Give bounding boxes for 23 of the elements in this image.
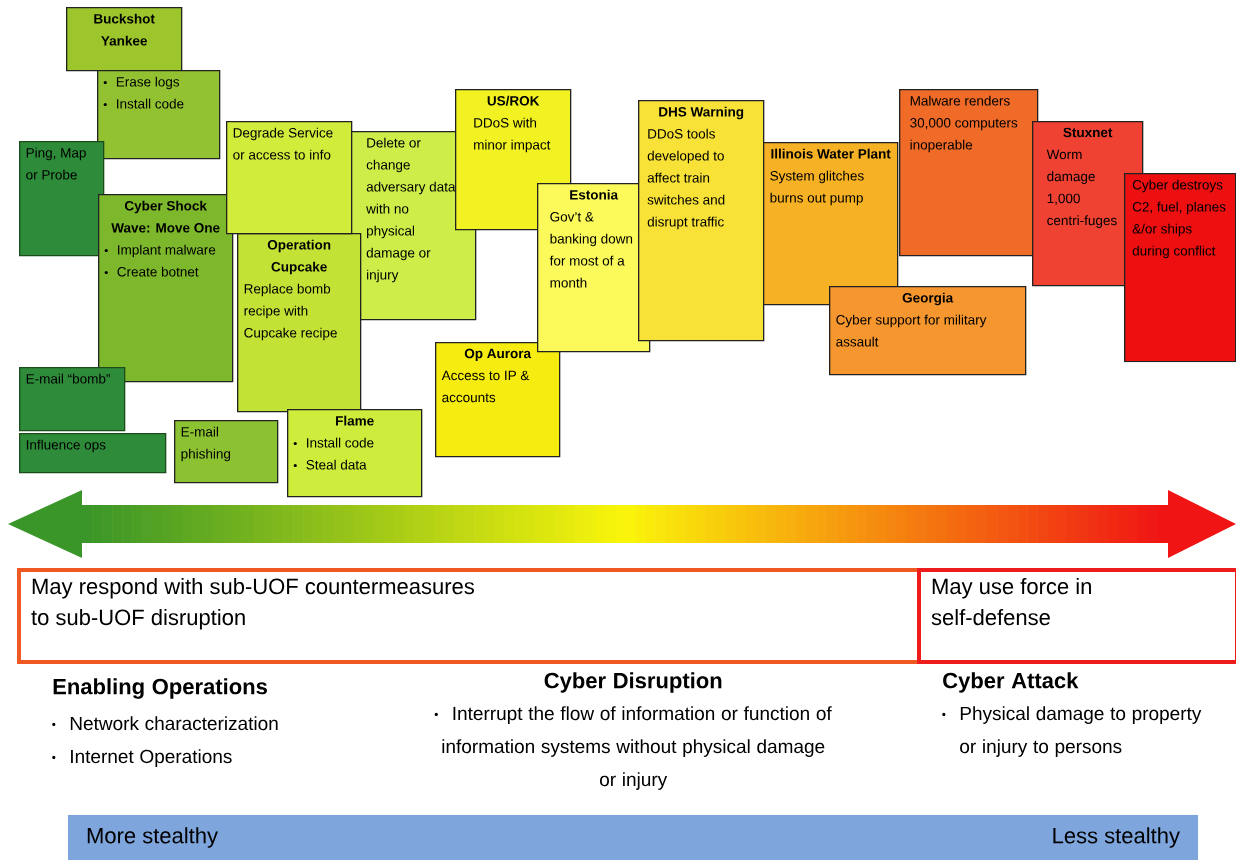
- event-box: Erase logs Install code: [97, 70, 221, 160]
- event-box: Flame Install code Steal data: [287, 409, 423, 498]
- event-box: E-mail “bomb”: [19, 367, 126, 432]
- response-box: May respond with sub-UOF countermeasures to sub-UOF disruption: [17, 568, 921, 664]
- event-box: Cyber destroys C2, fuel, planes &/or ships during conflict: [1124, 173, 1236, 363]
- event-box: Georgia Cyber support for military assault: [829, 286, 1027, 376]
- bullet-text: Internet Operations: [52, 749, 232, 767]
- event-box: Op Aurora Access to IP & accounts: [435, 342, 561, 458]
- event-box: DHS Warning DDoS tools developed to affect train switches and disrupt traffic: [638, 100, 765, 342]
- bullet-text: Interrupt the flow of information or function of information systems without physical damage or injury: [434, 706, 832, 790]
- response-box: May use force in self-defense: [917, 568, 1236, 664]
- event-box: Operation Cupcake Replace bomb recipe with Cupcake recipe: [237, 233, 362, 413]
- event-box: Buckshot Yankee: [66, 7, 183, 72]
- event-box: Illinois Water Plant System glitches burns out pump: [763, 142, 899, 306]
- stealth-band: More stealthy Less stealthy: [67, 814, 1199, 860]
- event-box: Degrade Service or access to info: [226, 121, 353, 235]
- event-box: Influence ops: [19, 433, 167, 474]
- event-box: E-mail phishing: [174, 420, 279, 484]
- section-heading: Cyber Attack: [943, 672, 1079, 693]
- bullet-text: Physical damage to property or injury to persons: [942, 706, 1202, 757]
- event-box: Ping, Map or Probe: [19, 141, 105, 257]
- bullet-text: Network characterization: [52, 716, 278, 731]
- event-box: Malware renders 30,000 computers inoperable: [899, 89, 1039, 257]
